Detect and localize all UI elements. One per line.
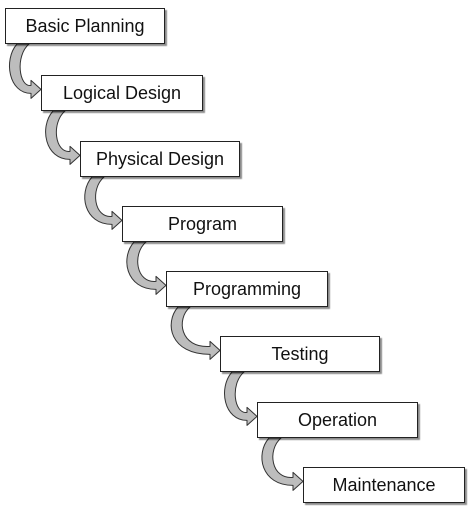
curved-arrow-icon: [261, 437, 304, 491]
step-label: Logical Design: [62, 82, 182, 103]
step-maintenance: Maintenance: [303, 467, 465, 503]
curved-arrow-icon: [126, 241, 167, 295]
curved-arrow-icon: [170, 306, 221, 360]
step-label: Basic Planning: [25, 15, 145, 36]
curved-arrow-icon: [224, 371, 258, 426]
curved-arrow-icon: [84, 176, 123, 230]
step-physical-design: Physical Design: [80, 141, 240, 177]
step-label: Program: [167, 213, 238, 234]
step-operation: Operation: [257, 402, 418, 438]
step-label: Operation: [297, 409, 378, 430]
step-program: Program: [122, 206, 283, 242]
curved-arrow-icon: [9, 43, 42, 99]
step-logical-design: Logical Design: [41, 75, 203, 111]
step-basic-planning: Basic Planning: [5, 8, 165, 44]
step-label: Testing: [271, 343, 329, 364]
step-testing: Testing: [220, 336, 380, 372]
step-programming: Programming: [166, 271, 328, 307]
curved-arrow-icon: [45, 110, 81, 165]
step-label: Programming: [192, 278, 302, 299]
step-label: Physical Design: [95, 148, 225, 169]
step-label: Maintenance: [332, 474, 436, 495]
